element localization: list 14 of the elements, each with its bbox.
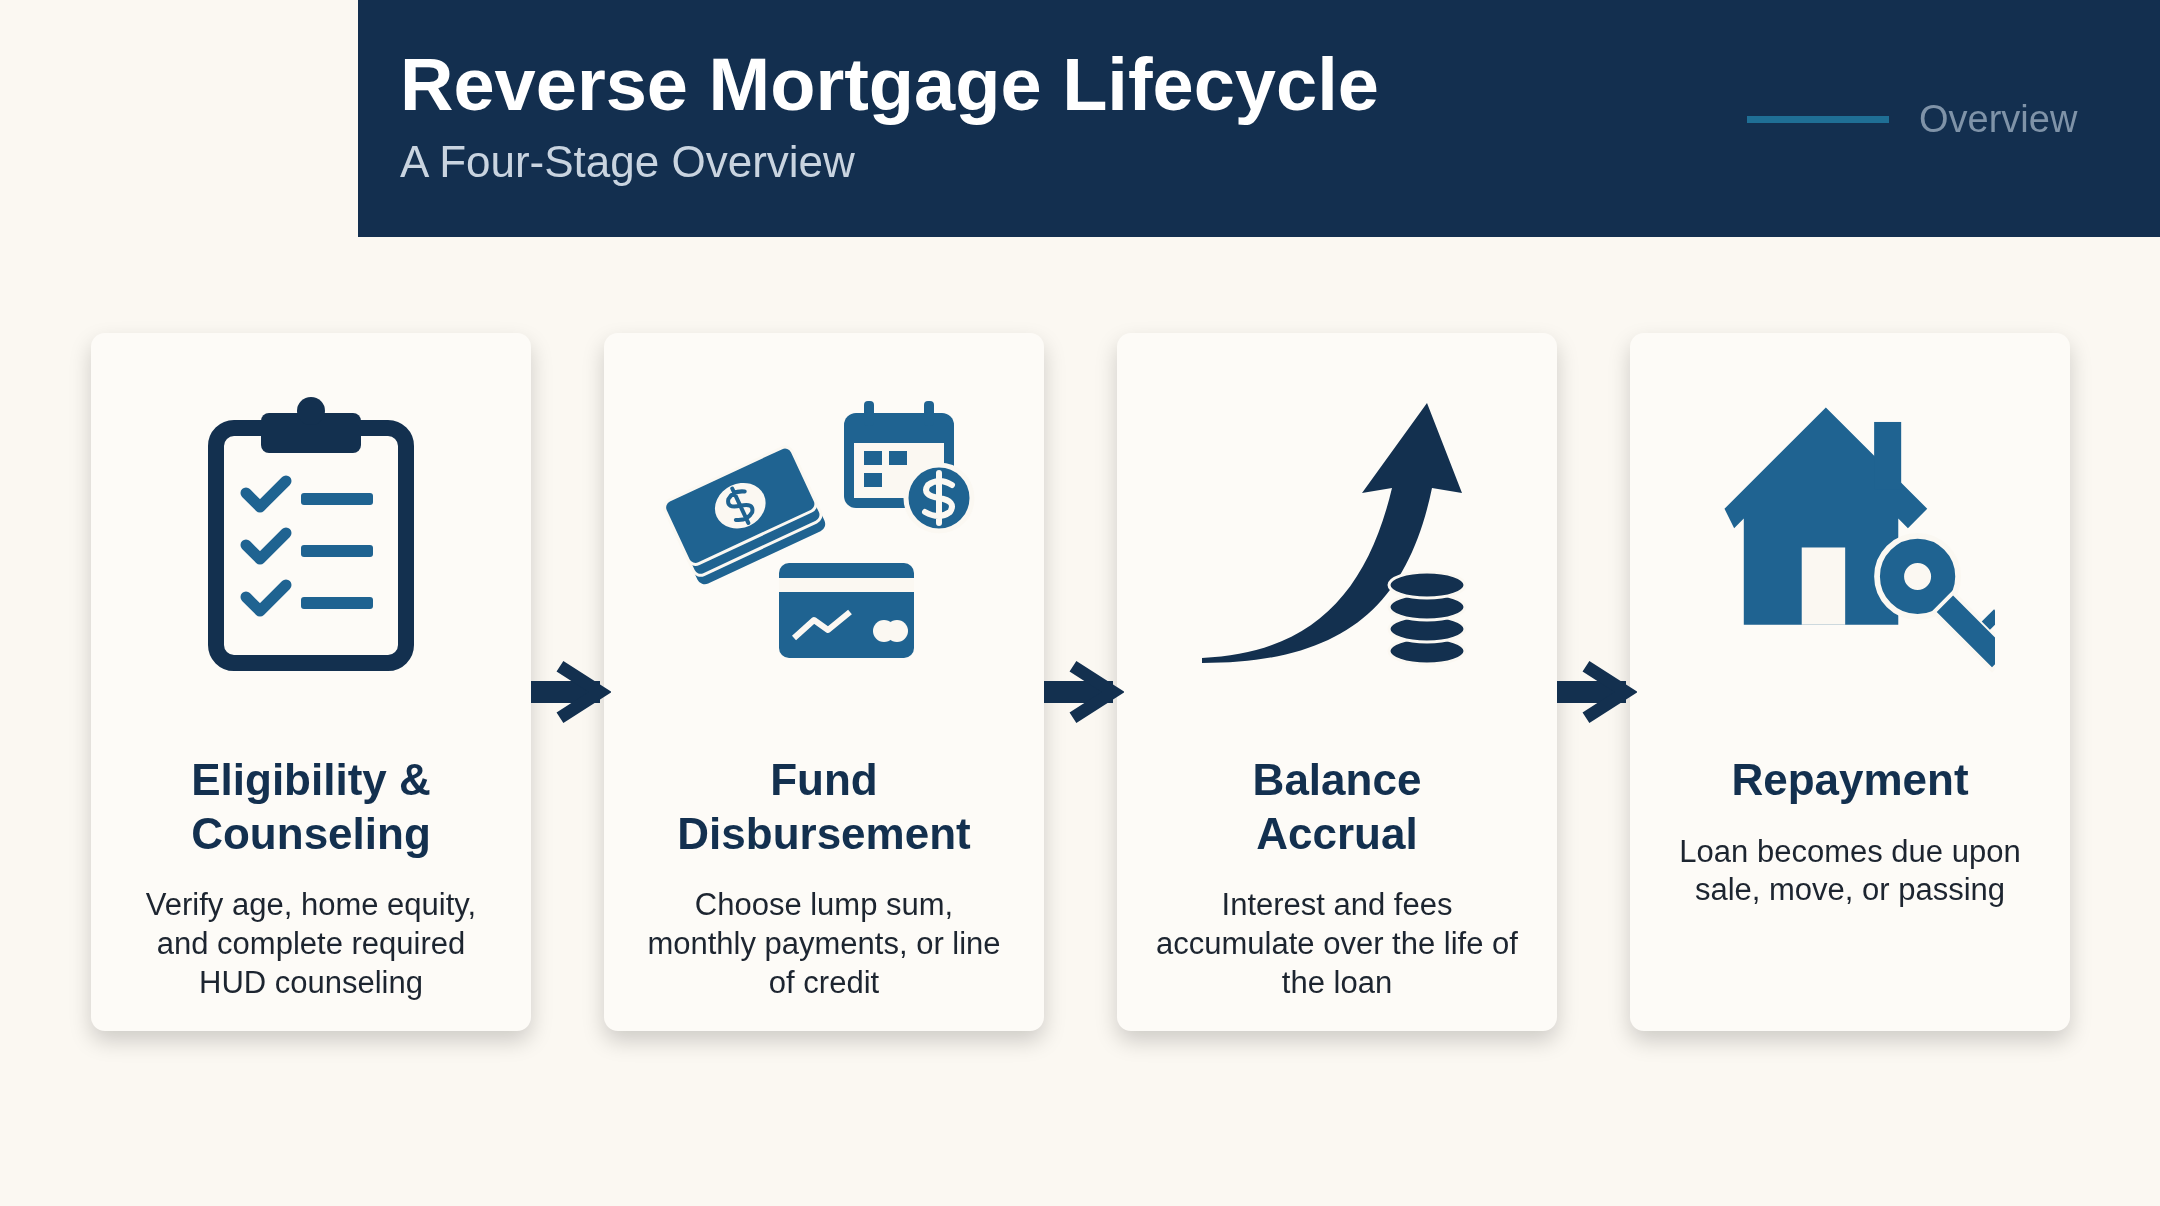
stage-title: Fund Disbursement [676, 754, 972, 860]
stage-description: Interest and fees accumulate over the life of the loan [1155, 886, 1519, 1002]
stage-title: Repayment [1730, 754, 1970, 806]
section-label: Overview [1919, 100, 2078, 138]
subtitle: A Four-Stage Overview [400, 140, 855, 184]
stage-card [91, 333, 531, 1031]
stage-title: Balance Accrual [1251, 754, 1423, 860]
stage-card [1630, 333, 2070, 1031]
stage-description: Verify age, home equity, and complete required HUD counseling [144, 886, 478, 1002]
stage-title: Eligibility & Counseling [190, 754, 432, 860]
stage-description: Loan becomes due upon sale, move, or passing [1678, 832, 2022, 910]
stage-description: Choose lump sum, monthly payments, or line of credit [646, 886, 1002, 1002]
stage-card [604, 333, 1044, 1031]
stage-card [1117, 333, 1557, 1031]
